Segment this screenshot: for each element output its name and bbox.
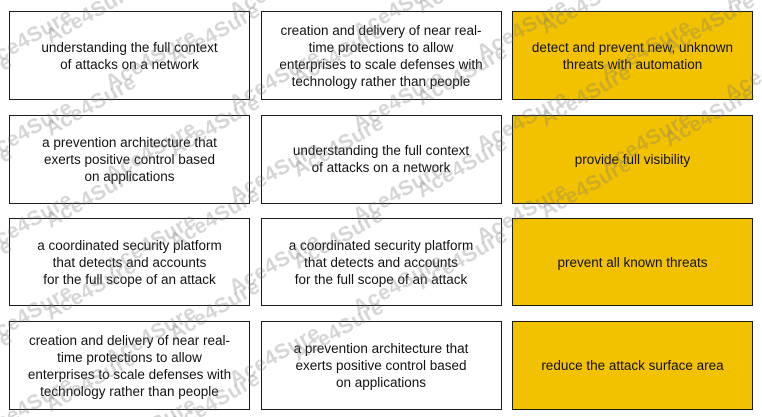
tile-right-1[interactable]: detect and prevent new, unknown threats … [512, 11, 753, 100]
tile-middle-2-label: understanding the full context of attack… [292, 143, 470, 176]
tile-right-2-label: provide full visibility [574, 151, 691, 167]
tile-right-1-label: detect and prevent new, unknown threats … [531, 39, 734, 72]
tile-left-1[interactable]: understanding the full context of attack… [9, 11, 250, 100]
tile-middle-2[interactable]: understanding the full context of attack… [260, 114, 502, 204]
tile-right-3-label: prevent all known threats [557, 254, 708, 270]
tile-right-4-label: reduce the attack surface area [541, 358, 724, 373]
tile-left-4-label: creation and delivery of near real- time… [27, 332, 232, 399]
tile-left-3-label: a coordinated security platform that det… [37, 237, 222, 287]
tile-left-3[interactable]: a coordinated security platform that det… [9, 218, 250, 307]
tile-right-4[interactable]: reduce the attack surface area [512, 321, 753, 410]
tile-middle-3-label: a coordinated security platform that det… [288, 237, 474, 287]
tile-middle-1-label: creation and delivery of near real- time… [279, 22, 483, 89]
tile-left-2[interactable]: a prevention architecture that exerts po… [9, 114, 250, 204]
tile-left-4[interactable]: creation and delivery of near real- time… [9, 321, 250, 410]
tile-middle-3[interactable]: a coordinated security platform that det… [260, 218, 502, 307]
tile-left-1-label: understanding the full context of attack… [41, 39, 218, 72]
tile-right-2[interactable]: provide full visibility [512, 114, 753, 204]
tile-left-2-label: a prevention architecture that exerts po… [42, 134, 217, 184]
tile-middle-4-label: a prevention architecture that exerts po… [293, 341, 469, 390]
tile-middle-4[interactable]: a prevention architecture that exerts po… [260, 321, 502, 410]
tile-right-3[interactable]: prevent all known threats [512, 218, 753, 307]
tile-middle-1[interactable]: creation and delivery of near real- time… [260, 11, 502, 100]
